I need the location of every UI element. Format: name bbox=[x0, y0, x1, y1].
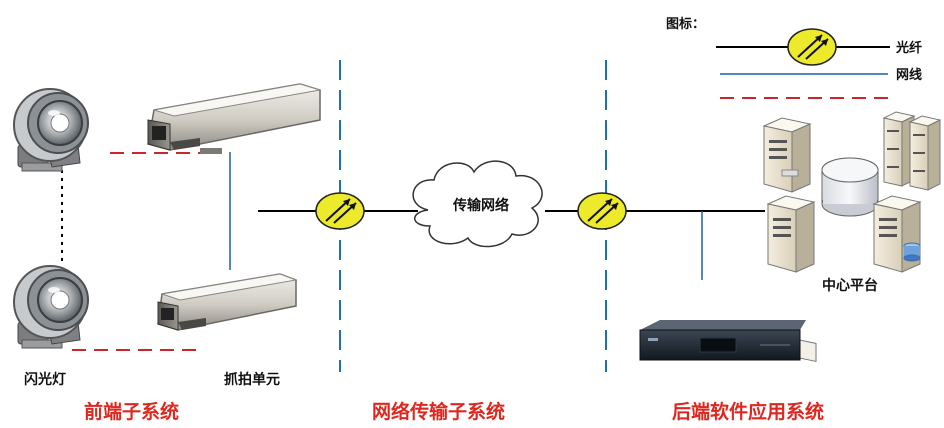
fiber-converter-icon-right bbox=[577, 192, 627, 230]
transport-network-cloud: 传输网络 bbox=[412, 160, 543, 248]
strobe-light-icon-top bbox=[13, 88, 89, 172]
server-icon bbox=[872, 195, 922, 273]
legend-fiber-label: 光纤 bbox=[895, 40, 922, 56]
strobe-light-icon-bottom bbox=[13, 265, 89, 349]
server-icon bbox=[762, 117, 812, 193]
transport-network-label: 传输网络 bbox=[452, 197, 509, 214]
legend: 图标： 光纤 网线 bbox=[666, 16, 922, 99]
strobe-label: 闪光灯 bbox=[24, 371, 66, 388]
legend-network-label: 网线 bbox=[896, 67, 922, 83]
fiber-converter-icon-left bbox=[315, 192, 365, 230]
section-back-end: 后端软件应用系统 bbox=[672, 400, 824, 423]
capture-camera-icon-top bbox=[147, 83, 321, 154]
database-icon bbox=[821, 157, 879, 217]
capture-unit-label: 抓拍单元 bbox=[224, 371, 280, 388]
legend-converter-icon bbox=[787, 28, 837, 66]
server-rack-icon bbox=[882, 111, 942, 191]
section-network-transport: 网络传输子系统 bbox=[372, 400, 505, 423]
section-front-end: 前端子系统 bbox=[84, 400, 179, 423]
center-platform-label: 中心平台 bbox=[822, 277, 878, 294]
center-platform: 中心平台 bbox=[762, 111, 942, 363]
capture-camera-icon-bottom bbox=[157, 273, 298, 331]
server-icon bbox=[766, 195, 816, 273]
legend-title: 图标： bbox=[666, 16, 705, 32]
storage-device-icon bbox=[639, 320, 806, 361]
